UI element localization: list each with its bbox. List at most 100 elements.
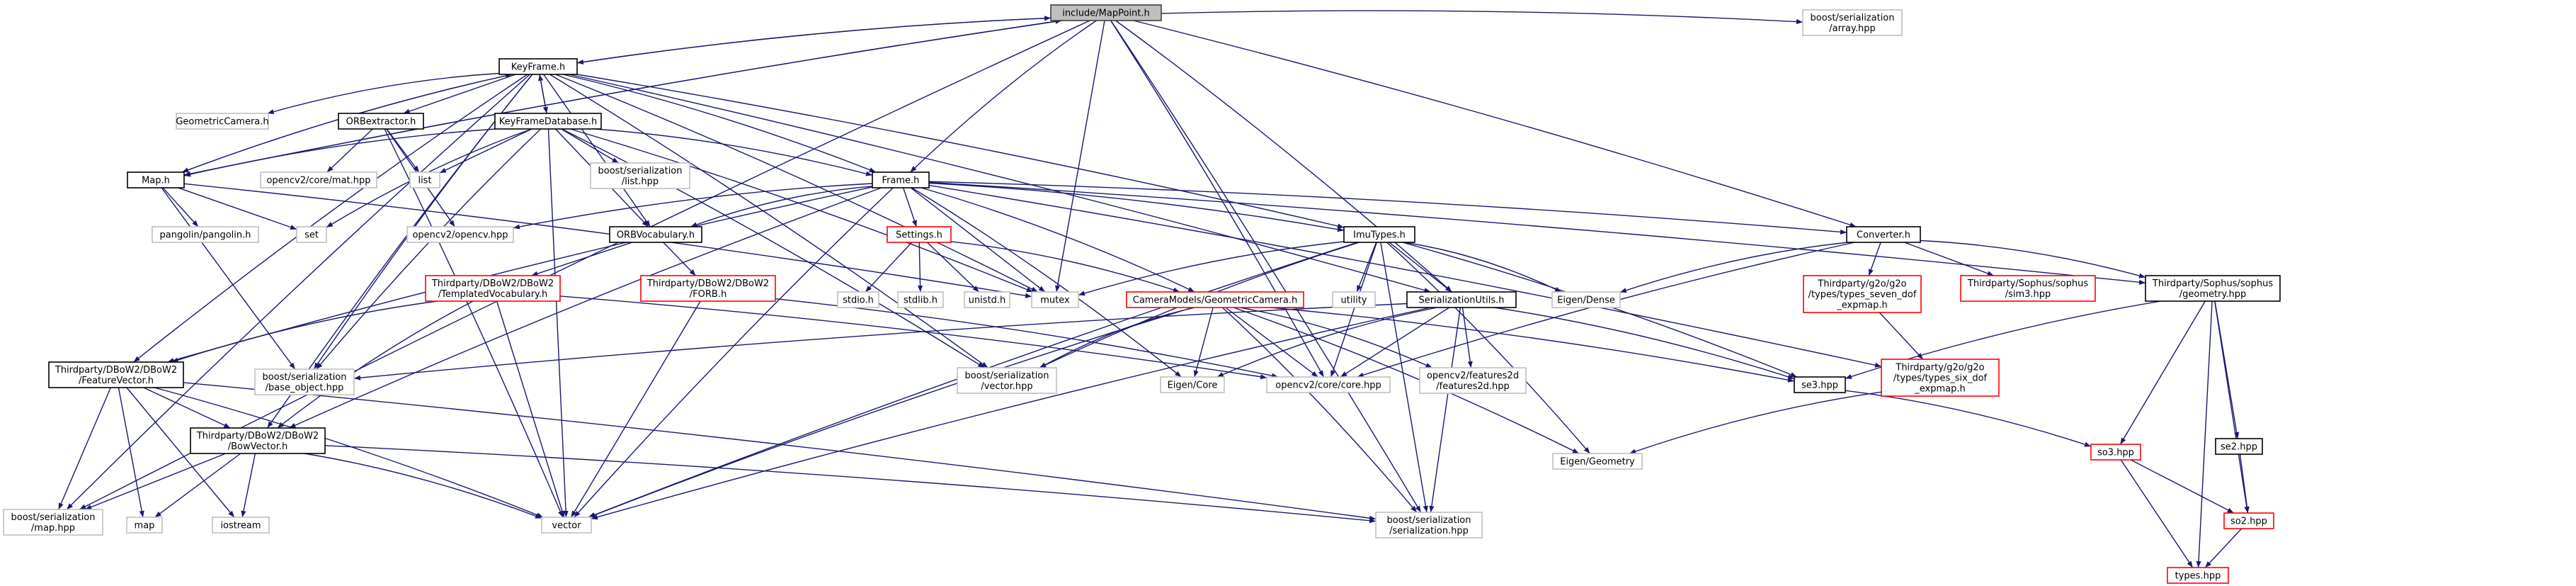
node-boostvector[interactable]: boost/serialization/vector.hpp (957, 367, 1057, 394)
node-box (338, 113, 424, 130)
node-utility[interactable]: utility (1332, 291, 1376, 308)
edge-serutils-to-cvcore (1340, 307, 1450, 378)
node-label: types.hpp (2175, 571, 2221, 582)
node-label: /list.hpp (622, 176, 659, 187)
node-frame[interactable]: Frame.h (872, 171, 930, 188)
node-label: /base_object.hpp (266, 383, 344, 393)
node-serutils[interactable]: SerializationUtils.h (1406, 291, 1517, 308)
node-label: /FeatureVector.h (79, 376, 154, 386)
node-label: /features2d.hpp (1436, 381, 1510, 392)
node-g2osix[interactable]: Thirdparty/g2o/g2o/types/types_six_dof_e… (1881, 359, 2000, 397)
node-mappoint[interactable]: include/MapPoint.h (1050, 4, 1162, 21)
edge-bowvec-to-iostream (241, 453, 256, 518)
edge-mappoint-to-frame (910, 20, 1097, 173)
dependency-edges (58, 10, 2250, 568)
node-mutex[interactable]: mutex (1031, 291, 1079, 308)
node-cvcore[interactable]: opencv2/core/core.hpp (1266, 376, 1391, 393)
node-so2[interactable]: so2.hpp (2223, 512, 2274, 529)
node-box (640, 275, 776, 302)
node-converter[interactable]: Converter.h (1846, 226, 1921, 243)
edge-kfdb-to-boostvector (562, 128, 985, 368)
node-sophusgeom[interactable]: Thirdparty/Sophus/sophus/geometry.hpp (2145, 275, 2281, 302)
node-stdlib[interactable]: stdlib.h (897, 291, 944, 308)
edge-serutils-to-features2d (1461, 307, 1473, 368)
node-iostream[interactable]: iostream (212, 517, 270, 534)
node-set[interactable]: set (296, 226, 327, 243)
node-label: se2.hpp (2221, 442, 2257, 453)
node-label: /geometry.hpp (2179, 289, 2246, 300)
node-box (406, 226, 514, 243)
node-templvocab[interactable]: Thirdparty/DBoW2/DBoW2/TemplatedVocabula… (425, 275, 561, 302)
node-unistd[interactable]: unistd.h (964, 291, 1010, 308)
node-box (1050, 4, 1162, 21)
node-camgeom[interactable]: CameraModels/GeometricCamera.h (1126, 291, 1304, 308)
node-label: map (135, 521, 155, 531)
node-box (1551, 291, 1621, 308)
node-orbextractor[interactable]: ORBextractor.h (338, 113, 424, 130)
node-box (1881, 359, 2000, 397)
node-boostser[interactable]: boost/serialization/serialization.hpp (1375, 512, 1483, 539)
edge-keyframe-to-orbextractor (403, 74, 516, 114)
node-features2d[interactable]: opencv2/features2d/features2d.hpp (1419, 367, 1527, 394)
node-orbvocab[interactable]: ORBVocabulary.h (609, 226, 702, 243)
edge-converter-to-sophussim3 (1904, 242, 1994, 276)
node-eigencore[interactable]: Eigen/Core (1160, 376, 1225, 393)
edge-mappoint-to-converter (1133, 20, 1857, 227)
node-settings[interactable]: Settings.h (887, 226, 952, 243)
node-boostmap[interactable]: boost/serialization/map.hpp (3, 509, 103, 536)
node-bowvec[interactable]: Thirdparty/DBoW2/DBoW2/BowVector.h (190, 427, 326, 454)
node-sophussim3[interactable]: Thirdparty/Sophus/sophus/sim3.hpp (1960, 275, 2096, 302)
node-g2oseven[interactable]: Thirdparty/g2o/g2o/types/types_seven_dof… (1803, 275, 1922, 313)
edge-featvec-to-boostser (183, 382, 1377, 521)
node-forb[interactable]: Thirdparty/DBoW2/DBoW2/FORB.h (640, 275, 776, 302)
edge-frame-to-eigencore (911, 187, 1182, 378)
node-se3[interactable]: se3.hpp (1794, 376, 1846, 393)
edge-map-to-set (178, 187, 297, 230)
node-eigengeom[interactable]: Eigen/Geometry (1552, 453, 1643, 470)
edge-converter-to-g2oseven (1868, 242, 1881, 276)
edge-camgeom-to-vector (588, 307, 1193, 518)
node-label: Thirdparty/DBoW2/DBoW2 (646, 278, 769, 289)
node-keyframe[interactable]: KeyFrame.h (498, 58, 578, 75)
node-types[interactable]: types.hpp (2167, 567, 2229, 584)
node-stdio[interactable]: stdio.h (837, 291, 879, 308)
node-map[interactable]: Map.h (127, 171, 185, 188)
node-box (872, 171, 930, 188)
node-matcore[interactable]: opencv2/core/mat.hpp (260, 171, 377, 188)
node-label: /vector.hpp (981, 381, 1032, 392)
node-se2[interactable]: se2.hpp (2215, 438, 2263, 455)
node-list[interactable]: list (409, 171, 440, 188)
node-box (152, 226, 259, 243)
node-box (127, 171, 185, 188)
node-imutypes[interactable]: ImuTypes.h (1343, 226, 1415, 243)
node-label: boost/serialization (1386, 515, 1471, 526)
node-label: CameraModels/GeometricCamera.h (1133, 295, 1297, 306)
edge-orbextractor-to-matcore (326, 128, 373, 173)
node-box (48, 361, 184, 388)
node-box (498, 58, 578, 75)
node-boostarray[interactable]: boost/serialization/array.hpp (1802, 9, 1903, 36)
edge-keyframe-to-serutils (569, 74, 1431, 293)
node-label: Eigen/Dense (1557, 295, 1615, 306)
node-boostlist[interactable]: boost/serialization/list.hpp (590, 162, 690, 189)
edge-templvocab-to-vector (496, 300, 565, 518)
node-mapstd[interactable]: map (126, 517, 163, 534)
edge-map-to-mutex (183, 183, 1032, 298)
node-vector[interactable]: vector (541, 517, 592, 534)
node-label: /types/types_seven_dof (1808, 290, 1917, 300)
edge-frame-to-settings (903, 187, 917, 227)
node-so3[interactable]: so3.hpp (2090, 444, 2141, 461)
node-pangolin[interactable]: pangolin/pangolin.h (152, 226, 259, 243)
edge-serutils-to-baseobj (353, 303, 1408, 381)
node-eigendense[interactable]: Eigen/Dense (1551, 291, 1621, 308)
node-geomcam[interactable]: GeometricCamera.h (176, 113, 269, 130)
node-label: boost/serialization (964, 371, 1049, 381)
edge-keyframe-to-geomcam (267, 72, 500, 115)
edge-settings-to-camgeom (950, 241, 1180, 293)
node-baseobj[interactable]: boost/serialization/base_object.hpp (254, 368, 355, 395)
edge-map-to-pangolin (162, 187, 199, 227)
node-opencvhpp[interactable]: opencv2/opencv.hpp (406, 226, 514, 243)
node-label: Thirdparty/Sophus/sophus (1967, 278, 2088, 289)
node-featvec[interactable]: Thirdparty/DBoW2/DBoW2/FeatureVector.h (48, 361, 184, 388)
node-kfdb[interactable]: KeyFrameDatabase.h (494, 113, 602, 130)
